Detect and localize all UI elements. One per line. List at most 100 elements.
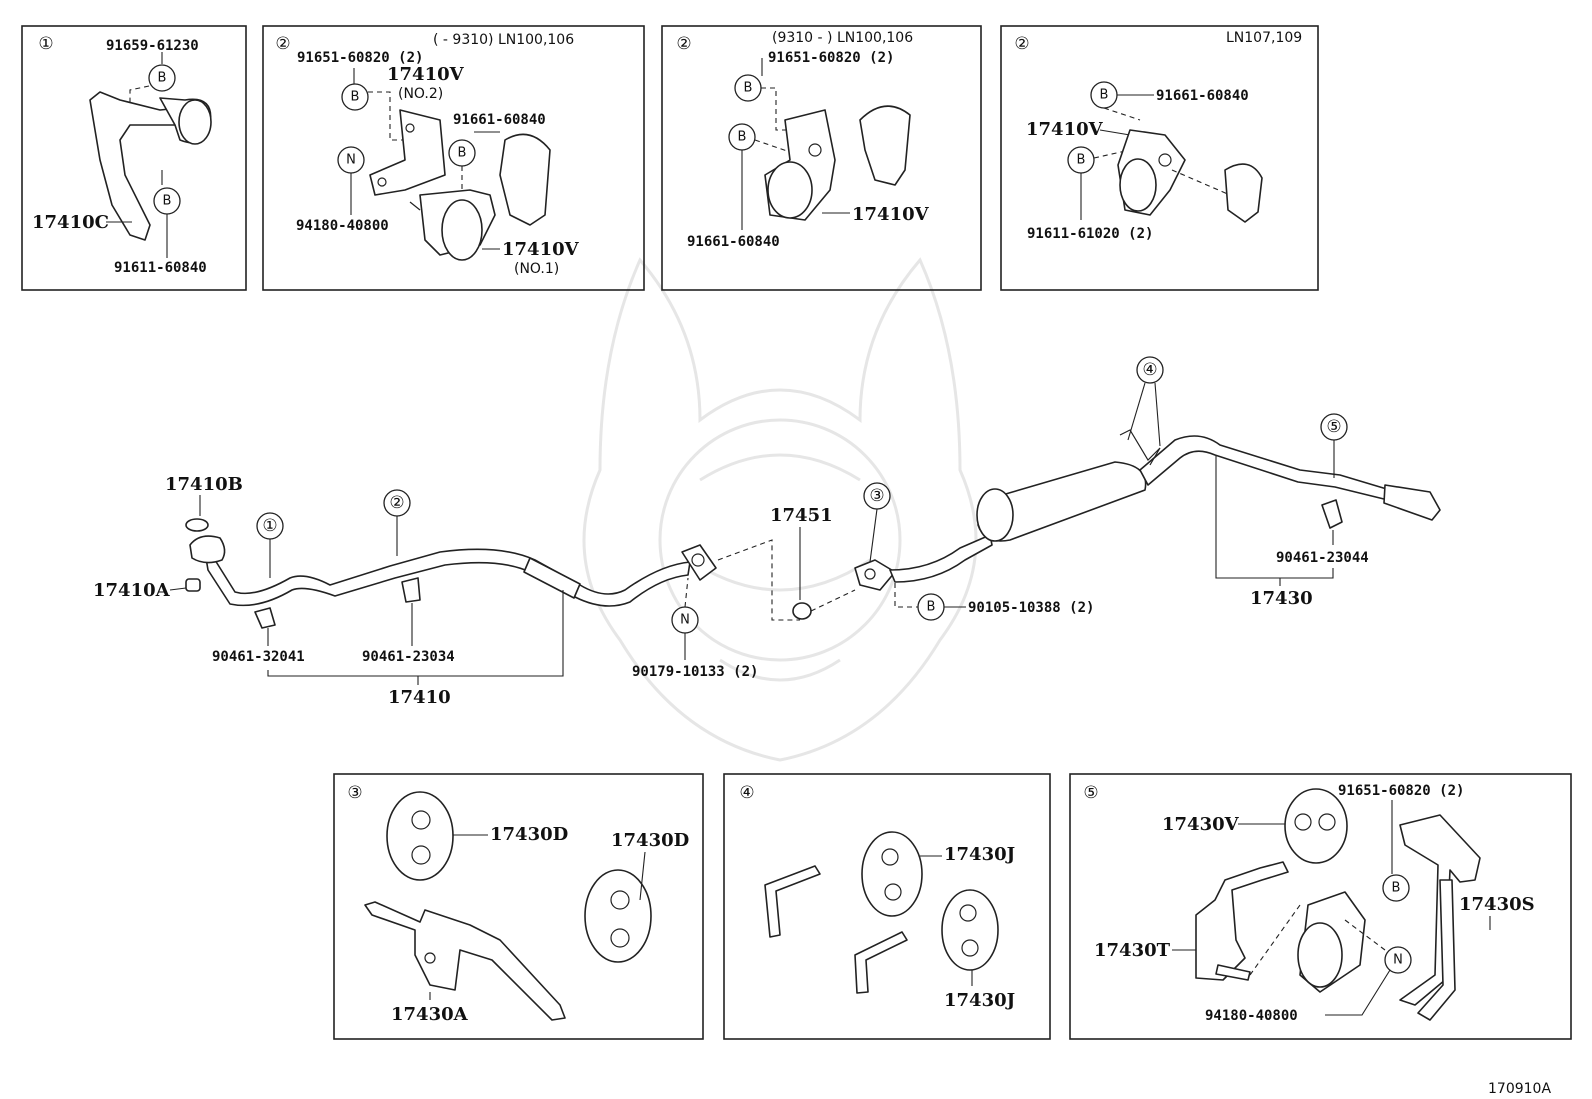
part-label: 17430A (391, 1004, 469, 1025)
svg-text:B: B (927, 600, 936, 615)
gasket-17451 (792, 602, 812, 620)
panel-5-number: ⑤ (1083, 783, 1098, 803)
callout-b (341, 83, 369, 111)
svg-text:B: B (351, 90, 360, 105)
front-pipe-17410 (204, 548, 691, 607)
label-17410b: 17410B (165, 474, 243, 495)
part-label: 17430T (1094, 940, 1171, 961)
svg-text:B: B (1100, 88, 1109, 103)
part-label: (NO.2) (398, 86, 443, 102)
label-90461-23044: 90461-23044 (1276, 550, 1369, 566)
label-90105-10388: 90105-10388 (2) (968, 600, 1094, 616)
bracket-17430a (364, 901, 566, 1021)
flange-17410a (189, 535, 226, 564)
svg-text:N: N (1393, 953, 1403, 968)
watermark-emblem (582, 257, 978, 762)
svg-text:B: B (744, 81, 753, 96)
hanger-17430v (1284, 788, 1348, 864)
rod (854, 931, 908, 994)
panel-2b-number: ② (676, 34, 691, 54)
hanger-17430d (584, 869, 652, 963)
part-label: 17410V (502, 239, 580, 260)
svg-text:B: B (458, 146, 467, 161)
clip-90461-32041 (254, 607, 276, 629)
part-label: 91661-60840 (687, 234, 780, 250)
bracket-17410c (89, 91, 181, 241)
part-label: 91659-61230 (106, 38, 199, 54)
panel-2c-number: ② (1014, 34, 1029, 54)
panel-1-number: ① (38, 34, 53, 54)
part-label: 91611-61020 (2) (1027, 226, 1153, 242)
panel-2c-note: LN107,109 (1226, 30, 1302, 46)
main-exhaust-assembly: 17410B 17410A ① ② 90461-32041 90461-2303… (93, 356, 1441, 708)
part-label: 17410V (852, 204, 930, 225)
panel-2c: ② LN107,109 B 91661-60840 17410V B 91611… (1000, 25, 1319, 291)
svg-text:B: B (158, 71, 167, 86)
callout-b (148, 64, 176, 92)
svg-text:B: B (1077, 153, 1086, 168)
clip-90461-23034 (401, 577, 421, 603)
part-label: 17430D (611, 830, 689, 851)
nut-17410a (185, 578, 201, 592)
part-label: 17430J (944, 844, 1015, 865)
svg-text:①: ① (262, 516, 277, 536)
hanger-17430j (941, 889, 999, 971)
bracket-17430t (1195, 861, 1289, 981)
panel-5-frame (1069, 773, 1572, 1040)
tail-pipe-front (889, 534, 993, 583)
label-17451: 17451 (770, 505, 833, 526)
panel-4-frame (723, 773, 1051, 1040)
panel-5: ⑤ 91651-60820 (2) B 17430V 17430S 17430T… (1069, 773, 1572, 1040)
part-label: 91661-60840 (1156, 88, 1249, 104)
panel-2b-note: (9310 - ) LN100,106 (772, 30, 913, 46)
pipe-sleeve (523, 557, 581, 599)
panel-2b-frame (661, 25, 982, 291)
part-label: 17430J (944, 990, 1015, 1011)
part-label: (NO.1) (514, 261, 559, 277)
panel-4: ④ 17430J 17430J (723, 773, 1051, 1040)
ref-4 (1136, 356, 1164, 384)
svg-text:B: B (1392, 881, 1401, 896)
part-label: 17410C (32, 212, 109, 233)
part-label: 91611-60840 (114, 260, 207, 276)
panel-4-number: ④ (739, 783, 754, 803)
part-label: 17430V (1162, 814, 1240, 835)
panel-2a-frame (262, 25, 645, 291)
tail-pipe-rear (1139, 435, 1391, 501)
panel-3: ③ 17430D 17430D 17430A (333, 773, 704, 1040)
diagram-id: 170910A (1488, 1081, 1551, 1097)
part-label: 17410V (1026, 119, 1104, 140)
label-17430: 17430 (1250, 588, 1313, 609)
clamp-half (499, 133, 551, 226)
label-17410a: 17410A (93, 580, 171, 601)
svg-text:⑤: ⑤ (1326, 417, 1341, 437)
part-label: 94180-40800 (296, 218, 389, 234)
svg-text:④: ④ (1142, 360, 1157, 380)
panel-2b: ② (9310 - ) LN100,106 91651-60820 (2) B … (661, 25, 982, 291)
bracket-17410v-no2 (369, 109, 446, 196)
panel-2a-number: ② (275, 34, 290, 54)
svg-text:N: N (680, 613, 690, 628)
label-90461-23034: 90461-23034 (362, 649, 455, 665)
panel-2c-frame (1000, 25, 1319, 291)
panel-2a-note: ( - 9310) LN100,106 (433, 32, 574, 48)
pipe-flange (681, 544, 717, 581)
clamp-half (859, 105, 911, 186)
tail-tip (1383, 484, 1441, 521)
callout-b (1382, 874, 1410, 902)
part-label: 17430S (1459, 894, 1535, 915)
part-label: 91651-60820 (2) (768, 50, 894, 66)
part-label: 17410V (387, 64, 465, 85)
part-label: 94180-40800 (1205, 1008, 1298, 1024)
rod (764, 865, 821, 938)
hanger-17430j (861, 831, 923, 917)
part-label: 91661-60840 (453, 112, 546, 128)
panel-2a: ② ( - 9310) LN100,106 91651-60820 (2) B … (262, 25, 645, 291)
part-label: 91651-60820 (2) (297, 50, 423, 66)
clip-90461-23044 (1321, 499, 1343, 529)
svg-text:N: N (346, 153, 356, 168)
label-90179-10133: 90179-10133 (2) (632, 664, 758, 680)
part-label: 91651-60820 (2) (1338, 783, 1464, 799)
label-90461-32041: 90461-32041 (212, 649, 305, 665)
